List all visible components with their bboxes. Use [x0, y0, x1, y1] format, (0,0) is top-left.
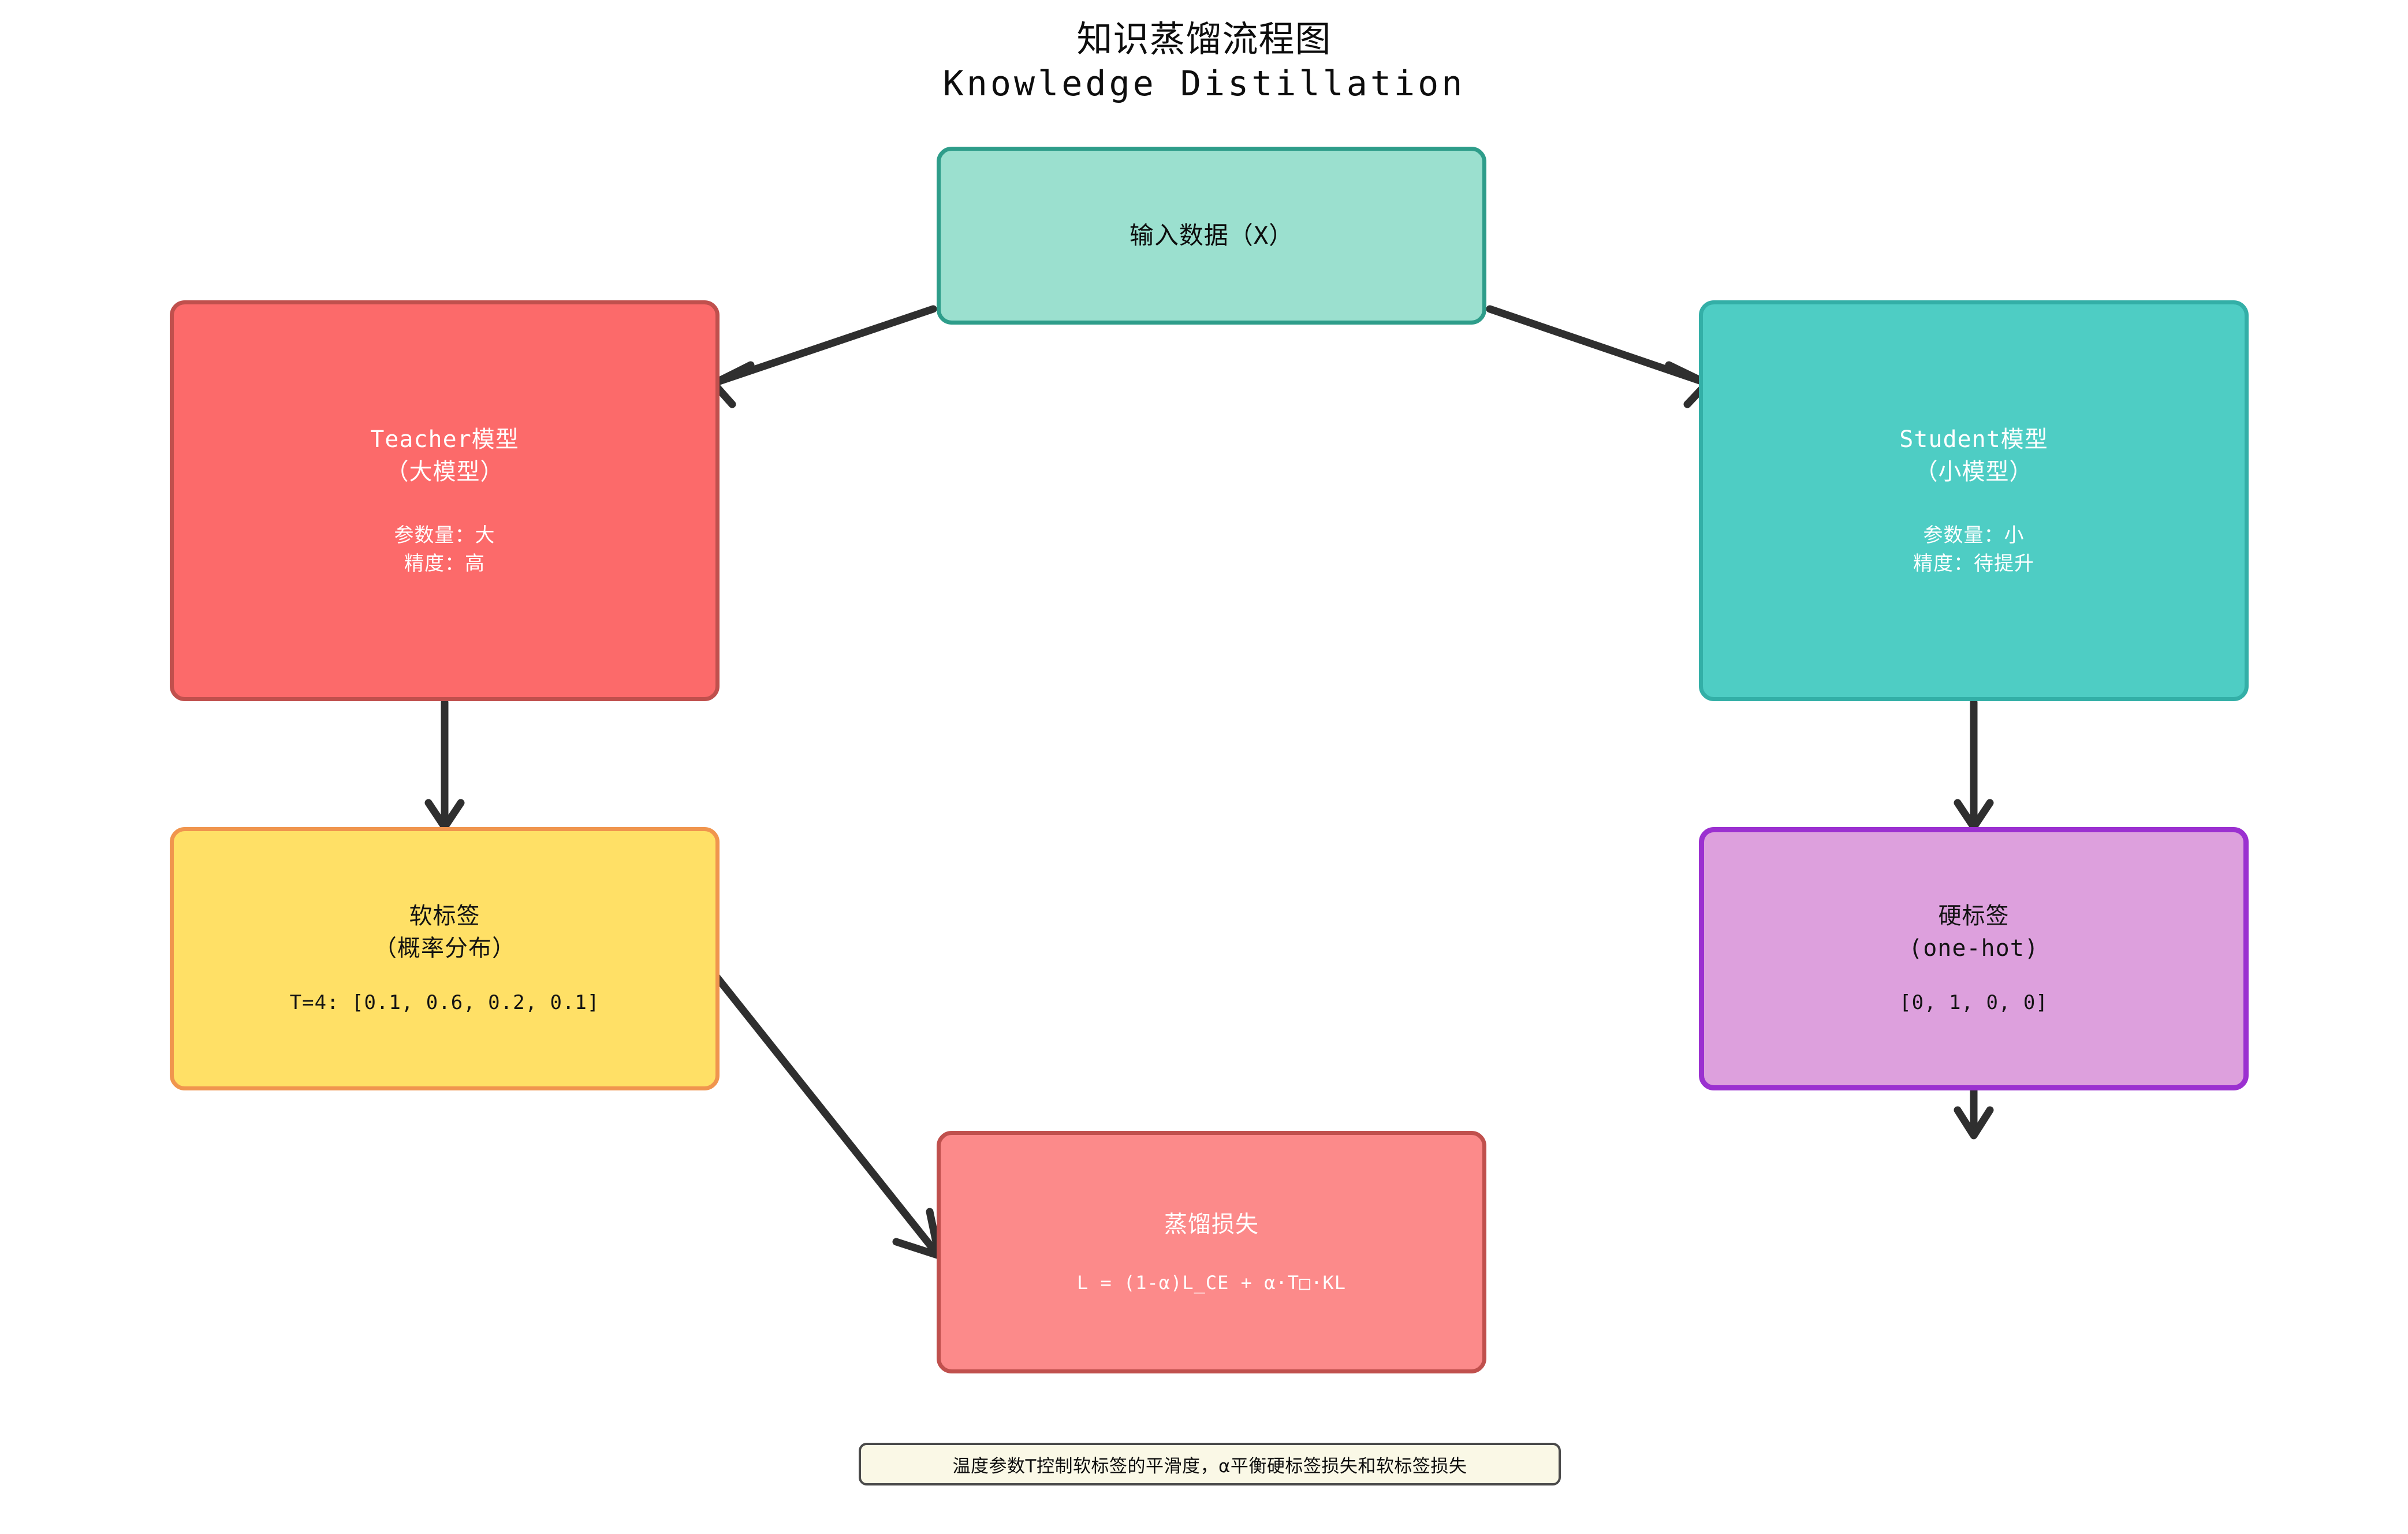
diagram-title: 知识蒸馏流程图 Knowledge Distillation [0, 16, 2408, 106]
node-soft-labels-label: 软标签 （概率分布） [374, 903, 516, 962]
node-teacher-model-label: Teacher模型 （大模型） [370, 426, 519, 485]
title-english: Knowledge Distillation [942, 64, 1466, 105]
node-student-model-label: Student模型 （小模型） [1899, 426, 2048, 485]
node-soft-labels[interactable]: 软标签 （概率分布） T=4: [0.1, 0.6, 0.2, 0.1] [170, 827, 720, 1090]
node-student-model-detail: 参数量：小 精度：待提升 [1913, 523, 2034, 575]
edge-teacher-to-soft-labels [424, 698, 465, 831]
node-distillation-loss[interactable]: 蒸馏损失 L = (1-α)L_CE + α·T□·KL [937, 1131, 1486, 1373]
node-student-model[interactable]: Student模型 （小模型） 参数量：小 精度：待提升 [1699, 300, 2249, 701]
title-chinese: 知识蒸馏流程图 [1076, 18, 1332, 60]
edge-student-to-hard-labels [1954, 698, 1994, 831]
edge-soft-labels-to-loss [696, 952, 943, 1260]
node-input-data-label: 输入数据（X） [1129, 221, 1294, 250]
node-teacher-model[interactable]: Teacher模型 （大模型） 参数量：大 精度：高 [170, 300, 720, 701]
node-distillation-loss-label: 蒸馏损失 [1164, 1211, 1259, 1238]
node-hard-labels-label: 硬标签 (one-hot) [1908, 903, 2039, 962]
edge-input-to-student [1486, 305, 1711, 408]
node-hard-labels-detail: [0, 1, 0, 0] [1899, 991, 2048, 1015]
edge-input-to-teacher [710, 305, 937, 408]
node-input-data[interactable]: 输入数据（X） [937, 147, 1486, 325]
footer-note-text: 温度参数T控制软标签的平滑度，α平衡硬标签损失和软标签损失 [952, 1455, 1467, 1477]
node-distillation-loss-formula: L = (1-α)L_CE + α·T□·KL [1076, 1271, 1347, 1294]
footer-note: 温度参数T控制软标签的平滑度，α平衡硬标签损失和软标签损失 [859, 1443, 1561, 1485]
node-hard-labels[interactable]: 硬标签 (one-hot) [0, 1, 0, 0] [1699, 827, 2249, 1090]
node-soft-labels-detail: T=4: [0.1, 0.6, 0.2, 0.1] [289, 991, 600, 1015]
node-teacher-model-detail: 参数量：大 精度：高 [394, 523, 495, 575]
